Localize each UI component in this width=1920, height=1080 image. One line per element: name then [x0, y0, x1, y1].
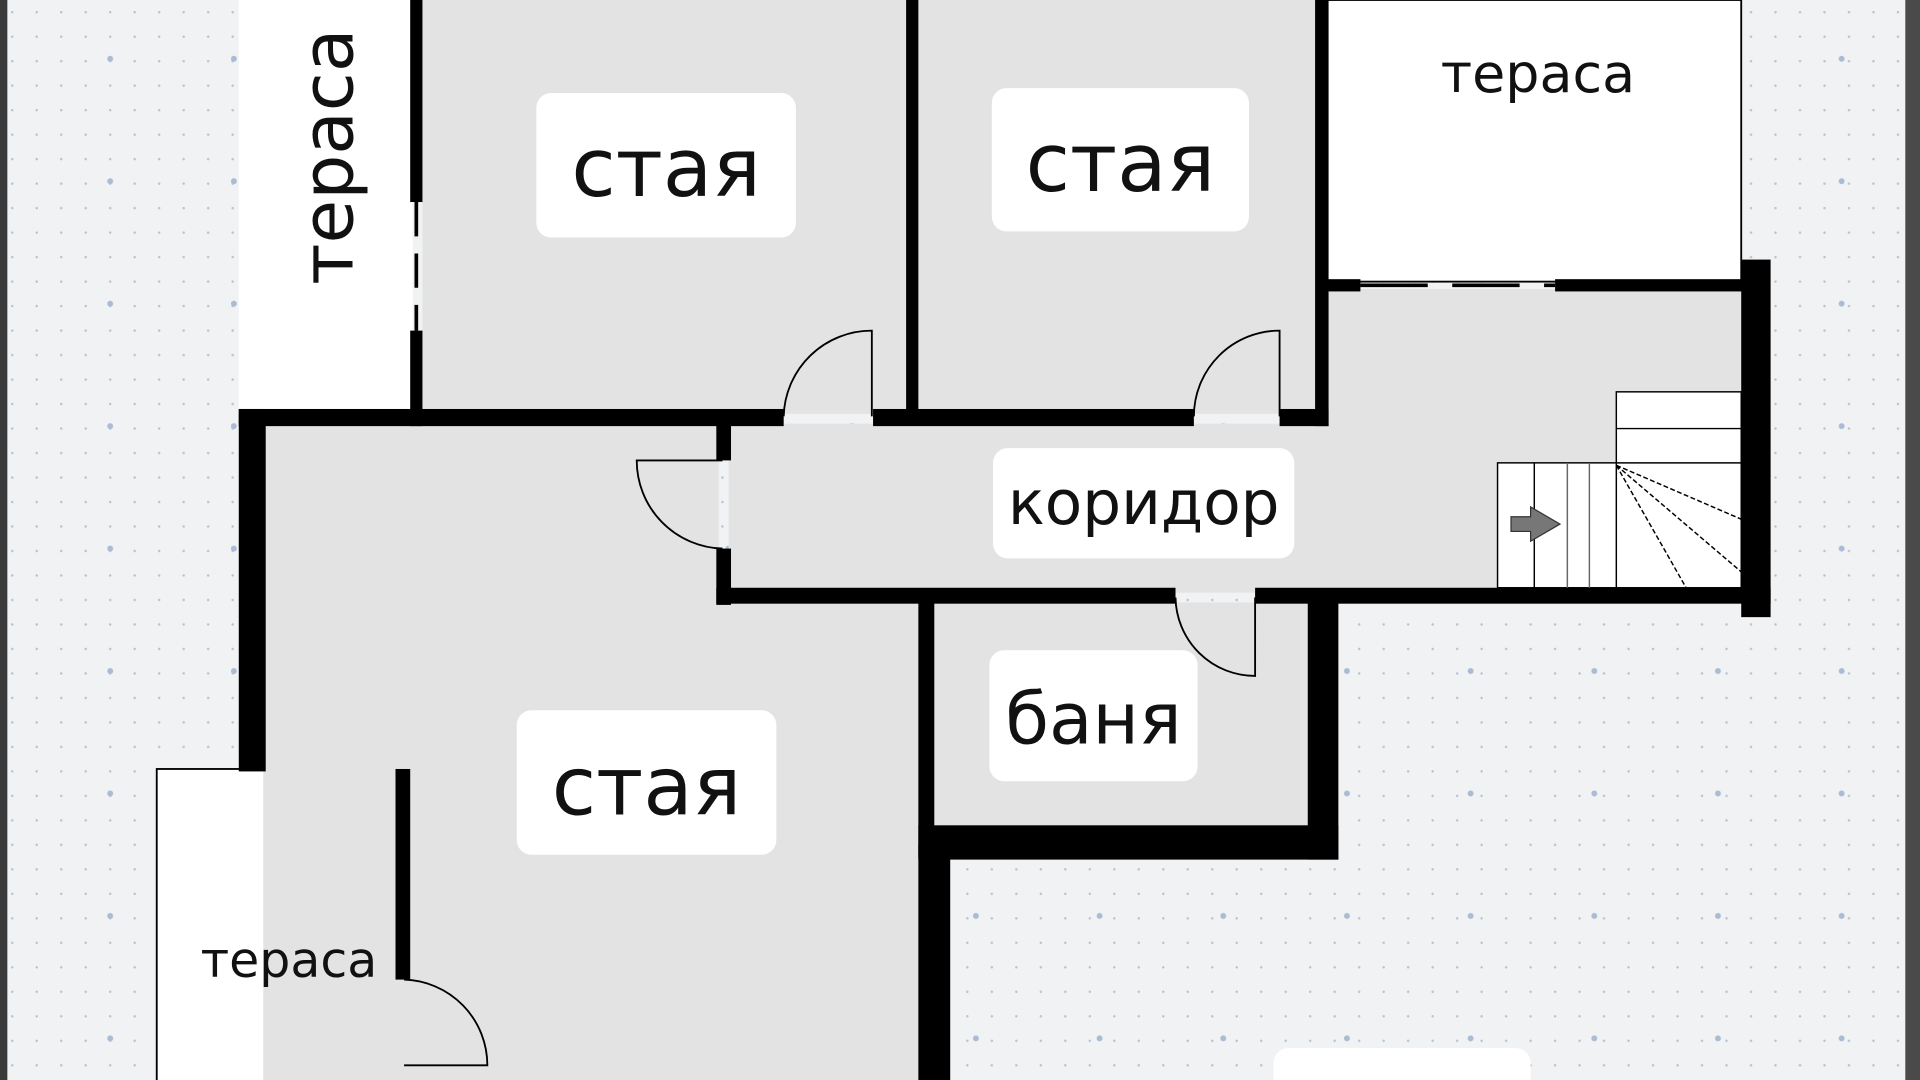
bathroom-label: баня: [1005, 677, 1181, 760]
corridor-label: коридор: [1008, 468, 1280, 539]
doors: [404, 329, 1281, 1067]
right-edge: [1905, 0, 1920, 1080]
terrace-label-top-right: тераса: [1441, 42, 1635, 105]
room-label-top-middle: стая: [1026, 117, 1216, 211]
walls: [238, 0, 1771, 1080]
stair-direction-arrow-icon: [1510, 505, 1562, 543]
room-label-bottom-left: стая: [552, 740, 742, 834]
label-boxes: [516, 88, 1531, 1080]
terrace-label-top-left: тераса: [287, 29, 370, 285]
terrace-top-right: [1325, 0, 1743, 283]
left-edge: [0, 0, 8, 1080]
terrace-top-left: [238, 0, 413, 412]
room-label-top-left: стая: [571, 122, 761, 216]
terrace-label-bottom-left: тераса: [201, 932, 378, 989]
